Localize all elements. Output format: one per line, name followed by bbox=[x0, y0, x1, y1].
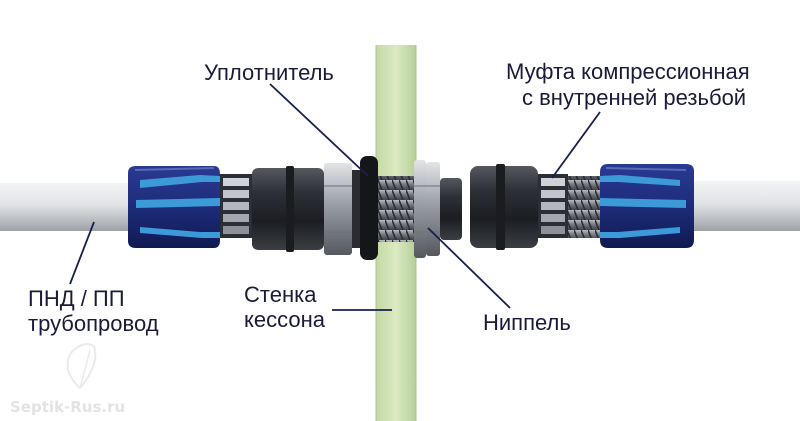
watermark-text: Septik-Rus.ru bbox=[10, 398, 125, 416]
label-coupling-line2: с внутренней резьбой bbox=[522, 85, 746, 110]
leaf-logo-icon bbox=[66, 343, 97, 390]
label-wall-line2: кессона bbox=[244, 307, 326, 332]
left-blue-nut bbox=[128, 166, 220, 248]
label-nipple: Ниппель bbox=[483, 310, 571, 335]
label-seal: Уплотнитель bbox=[204, 60, 334, 85]
left-hex-nut bbox=[324, 163, 352, 255]
right-collet bbox=[538, 174, 568, 238]
leader-lines bbox=[69, 83, 601, 311]
right-blue-nut bbox=[600, 164, 694, 248]
threaded-nipple bbox=[378, 176, 420, 242]
leader-seal bbox=[269, 83, 369, 177]
leader-pipe bbox=[69, 221, 95, 285]
seal-gasket bbox=[360, 156, 378, 260]
left-collet bbox=[220, 174, 252, 238]
right-coupling-body bbox=[470, 164, 538, 250]
label-pipe-line2: трубопровод bbox=[28, 311, 159, 336]
label-wall-line1: Стенка bbox=[244, 282, 317, 307]
right-pipe bbox=[692, 181, 800, 231]
label-coupling-line1: Муфта компрессионная bbox=[506, 59, 750, 84]
label-pipe-line1: ПНД / ПП bbox=[28, 286, 125, 311]
leader-nipple bbox=[427, 227, 511, 309]
right-threaded-sleeve bbox=[568, 176, 600, 238]
nipple-nut bbox=[414, 160, 440, 258]
left-pipe bbox=[0, 183, 130, 231]
leader-coupling bbox=[551, 111, 601, 179]
